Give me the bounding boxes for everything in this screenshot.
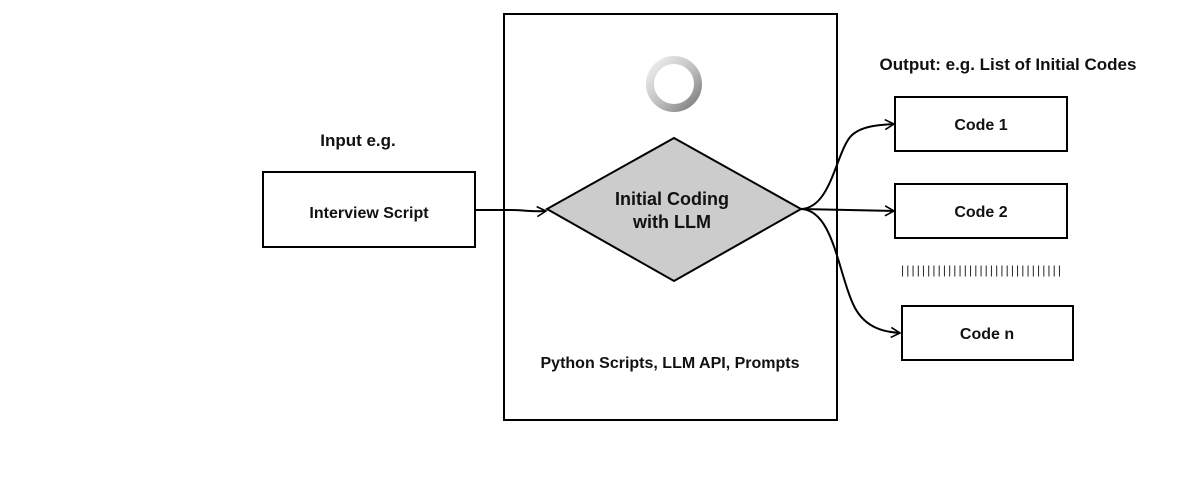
decision-label-line2: with LLM (632, 212, 711, 232)
code-box-n: Code n (901, 305, 1074, 361)
input-box: Interview Script (262, 171, 476, 248)
input-box-label: Interview Script (309, 205, 429, 222)
code-box-n-label: Code n (960, 326, 1014, 343)
code-box-1: Code 1 (894, 96, 1068, 152)
arrow-to-code-1 (800, 118, 896, 210)
code-box-1-label: Code 1 (954, 117, 1007, 134)
code-box-2-label: Code 2 (954, 204, 1007, 221)
arrow-to-code-n (800, 208, 902, 339)
code-box-2: Code 2 (894, 183, 1068, 239)
initial-coding-decision: Initial Coding with LLM (544, 136, 804, 283)
codes-ellipsis: ||||||||||||||||||||||||||||||| (901, 263, 1061, 277)
arrow-to-code-2 (800, 205, 896, 217)
decision-label-line1: Initial Coding (615, 189, 729, 209)
output-heading: Output: e.g. List of Initial Codes (880, 55, 1137, 74)
input-to-decision-arrow (475, 205, 548, 218)
input-heading: Input e.g. (320, 131, 396, 150)
tools-label: Python Scripts, LLM API, Prompts (541, 355, 800, 372)
loading-spinner-icon (646, 56, 702, 112)
